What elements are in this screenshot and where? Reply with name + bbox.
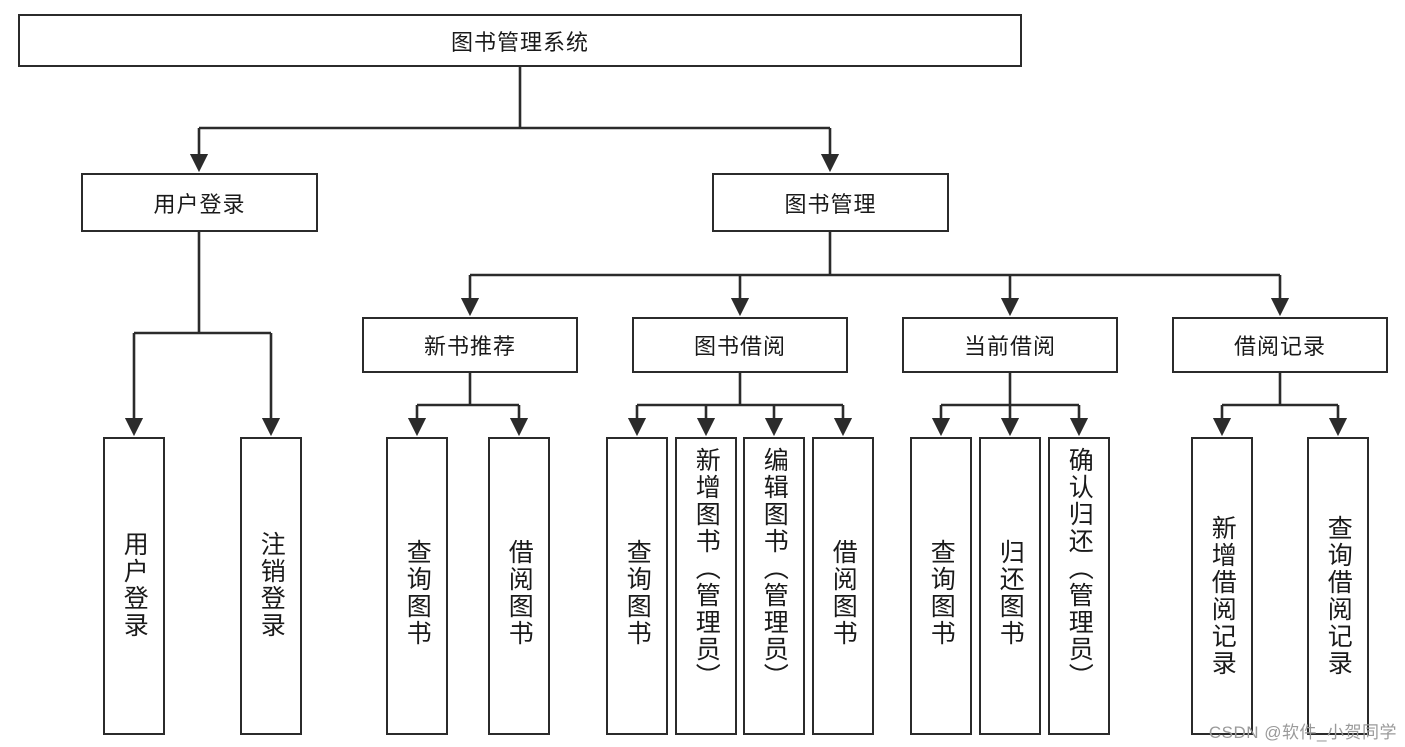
leaf-logout[interactable]: 注销登录 bbox=[240, 437, 302, 735]
node-label: 新书推荐 bbox=[423, 334, 516, 359]
leaf-confirm-return-admin[interactable]: 确认归还（管理员） bbox=[1048, 437, 1110, 735]
node-label: 查询图书 bbox=[403, 539, 432, 647]
leaf-query-book-recommend[interactable]: 查询图书 bbox=[386, 437, 448, 735]
node-book-management[interactable]: 图书管理 bbox=[712, 173, 949, 232]
leaf-query-borrow-record[interactable]: 查询借阅记录 bbox=[1307, 437, 1369, 735]
watermark-text: CSDN @软件_小贺同学 bbox=[1208, 723, 1397, 742]
node-new-book-recommend[interactable]: 新书推荐 bbox=[362, 317, 578, 373]
leaf-return-book[interactable]: 归还图书 bbox=[979, 437, 1041, 735]
node-label: 新增图书（管理员） bbox=[692, 447, 721, 690]
node-current-borrow[interactable]: 当前借阅 bbox=[902, 317, 1118, 373]
node-book-borrow[interactable]: 图书借阅 bbox=[632, 317, 848, 373]
node-label: 借阅记录 bbox=[1233, 334, 1326, 359]
node-label: 借阅图书 bbox=[505, 539, 534, 647]
leaf-edit-book-admin[interactable]: 编辑图书（管理员） bbox=[743, 437, 805, 735]
node-borrow-record[interactable]: 借阅记录 bbox=[1172, 317, 1388, 373]
node-label: 图书借阅 bbox=[693, 334, 786, 359]
leaf-query-book-borrow[interactable]: 查询图书 bbox=[606, 437, 668, 735]
node-label: 用户登录 bbox=[120, 531, 149, 639]
node-label: 借阅图书 bbox=[829, 539, 858, 647]
node-label: 用户登录 bbox=[153, 191, 246, 217]
node-label: 注销登录 bbox=[257, 531, 286, 639]
node-label: 查询图书 bbox=[623, 539, 652, 647]
leaf-borrow-book-recommend[interactable]: 借阅图书 bbox=[488, 437, 550, 735]
node-label: 归还图书 bbox=[996, 539, 1025, 647]
leaf-user-login[interactable]: 用户登录 bbox=[103, 437, 165, 735]
leaf-add-book-admin[interactable]: 新增图书（管理员） bbox=[675, 437, 737, 735]
node-label: 图书管理系统 bbox=[450, 29, 589, 55]
node-label: 图书管理 bbox=[784, 191, 877, 217]
node-label: 查询借阅记录 bbox=[1324, 515, 1353, 677]
node-label: 当前借阅 bbox=[963, 334, 1056, 359]
leaf-add-borrow-record[interactable]: 新增借阅记录 bbox=[1191, 437, 1253, 735]
leaf-borrow-book[interactable]: 借阅图书 bbox=[812, 437, 874, 735]
node-label: 新增借阅记录 bbox=[1208, 515, 1237, 677]
node-label: 编辑图书（管理员） bbox=[760, 447, 789, 690]
node-root-system[interactable]: 图书管理系统 bbox=[18, 14, 1022, 67]
node-label: 查询图书 bbox=[927, 539, 956, 647]
node-user-login[interactable]: 用户登录 bbox=[81, 173, 318, 232]
leaf-query-book-current[interactable]: 查询图书 bbox=[910, 437, 972, 735]
node-label: 确认归还（管理员） bbox=[1065, 447, 1094, 690]
